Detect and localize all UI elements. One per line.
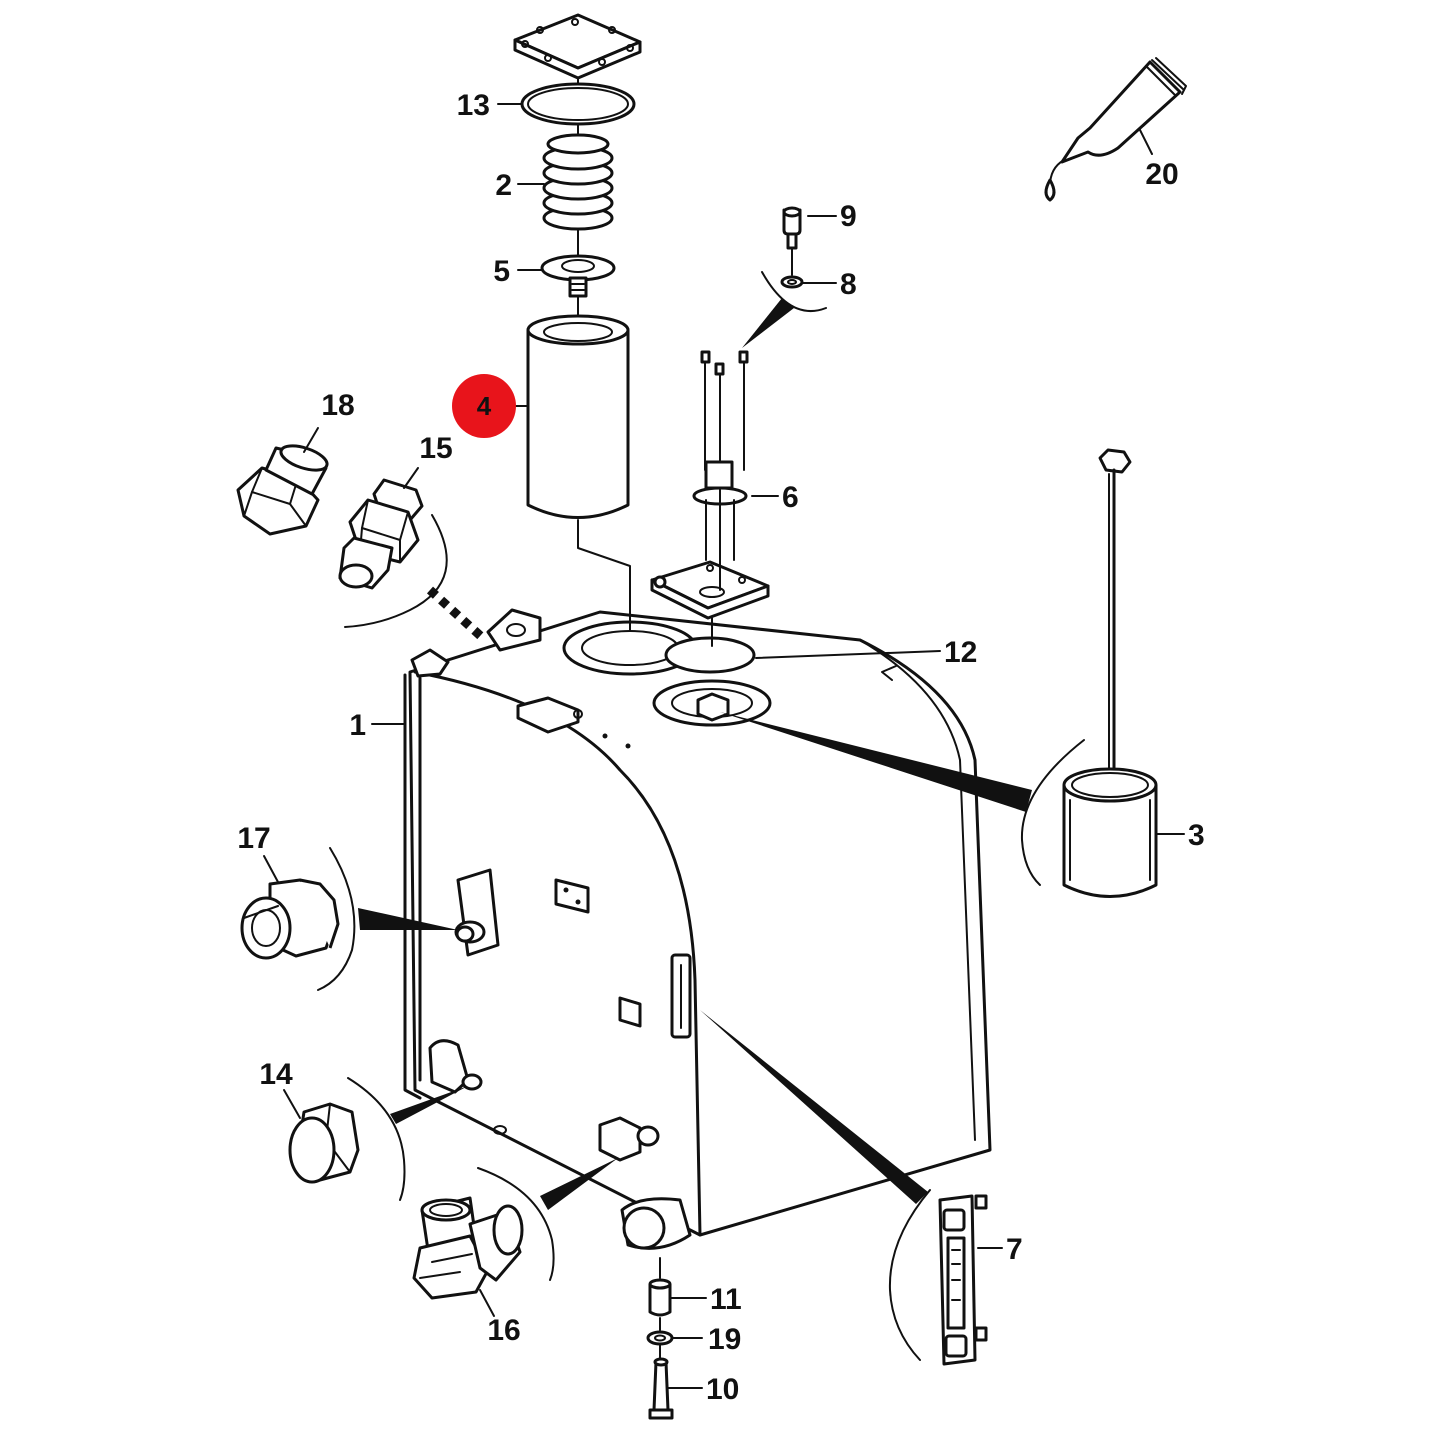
label-7[interactable]: 7 bbox=[1006, 1233, 1023, 1266]
tank-top-openings bbox=[562, 620, 897, 727]
label-8[interactable]: 8 bbox=[840, 268, 857, 301]
detail-arc-16 bbox=[477, 1167, 555, 1281]
washer-19 bbox=[646, 1330, 674, 1346]
valve-5 bbox=[540, 254, 616, 323]
dashed-pointer-15 bbox=[426, 586, 489, 644]
label-13[interactable]: 13 bbox=[457, 89, 490, 122]
detail-arc-17 bbox=[317, 847, 356, 991]
pointer-8 bbox=[742, 298, 794, 348]
spring-2 bbox=[542, 133, 614, 257]
plug-18 bbox=[236, 444, 329, 536]
pointer-3 bbox=[720, 712, 1032, 812]
adapter-15 bbox=[338, 478, 424, 590]
hydraulic-tank bbox=[403, 608, 992, 1250]
label-18[interactable]: 18 bbox=[321, 389, 354, 422]
screw-9 bbox=[782, 206, 802, 276]
washer-8 bbox=[780, 275, 804, 289]
elbow-16 bbox=[412, 1196, 524, 1300]
leader-lines bbox=[263, 103, 1185, 1389]
plug-14 bbox=[288, 1102, 360, 1184]
sight-gauge-7 bbox=[938, 1194, 988, 1366]
filter-cover-plate bbox=[513, 13, 642, 101]
label-5[interactable]: 5 bbox=[493, 255, 510, 288]
pointer-7 bbox=[700, 1010, 928, 1204]
label-1[interactable]: 1 bbox=[349, 709, 366, 742]
o-ring-13 bbox=[520, 82, 636, 143]
cover-flange-6 bbox=[650, 560, 770, 647]
spacer-11 bbox=[648, 1278, 672, 1317]
label-11[interactable]: 11 bbox=[710, 1283, 742, 1316]
pointer-16 bbox=[540, 1158, 618, 1210]
filter-element-4 bbox=[526, 314, 631, 631]
label-15[interactable]: 15 bbox=[419, 432, 452, 465]
detail-arc-7 bbox=[888, 1189, 931, 1361]
detail-arc-14 bbox=[347, 1077, 406, 1201]
label-14[interactable]: 14 bbox=[259, 1058, 293, 1091]
label-17[interactable]: 17 bbox=[237, 822, 270, 855]
highlight-marker-4[interactable] bbox=[452, 374, 516, 438]
label-16[interactable]: 16 bbox=[487, 1314, 520, 1347]
label-2[interactable]: 2 bbox=[495, 169, 512, 202]
detail-arc-15 bbox=[344, 514, 448, 628]
label-4[interactable]: 4 bbox=[477, 391, 492, 421]
label-19[interactable]: 19 bbox=[708, 1323, 741, 1356]
breather-3 bbox=[1062, 448, 1158, 898]
label-10[interactable]: 10 bbox=[706, 1373, 739, 1406]
fitting-17 bbox=[240, 878, 340, 960]
bolt-10 bbox=[648, 1357, 674, 1420]
part-labels: 13 2 5 4 9 8 6 12 3 1 18 15 17 14 16 7 1… bbox=[237, 89, 1204, 1406]
label-12[interactable]: 12 bbox=[944, 636, 977, 669]
detail-arc-3 bbox=[1020, 739, 1085, 886]
level-sensor-6 bbox=[692, 350, 749, 591]
pointer-17 bbox=[358, 908, 458, 930]
label-6[interactable]: 6 bbox=[782, 481, 799, 514]
pointer-14 bbox=[390, 1086, 468, 1124]
sealant-tube-20 bbox=[1044, 57, 1187, 202]
detail-arc-8 bbox=[761, 271, 827, 313]
label-3[interactable]: 3 bbox=[1188, 819, 1205, 852]
label-20[interactable]: 20 bbox=[1145, 158, 1178, 191]
label-9[interactable]: 9 bbox=[840, 200, 857, 233]
